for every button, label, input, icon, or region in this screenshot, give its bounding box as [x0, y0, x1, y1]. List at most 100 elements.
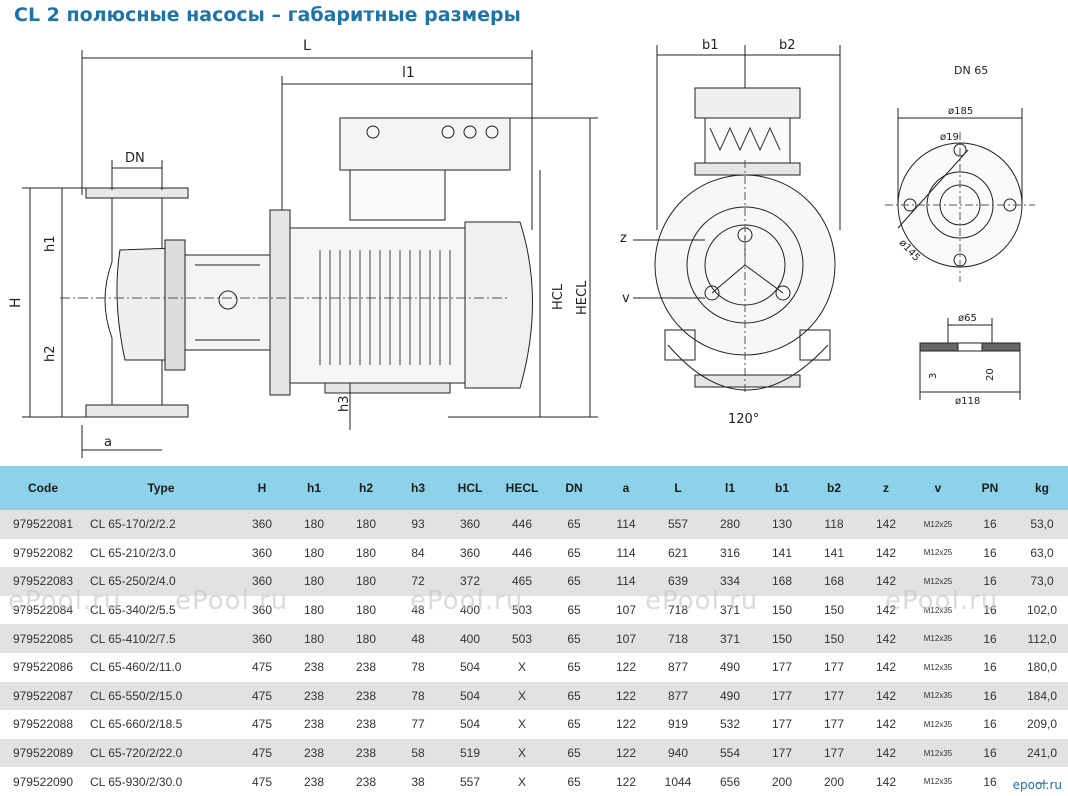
cell-h3: 77	[392, 710, 444, 739]
cell-hecl: 446	[496, 538, 548, 568]
cell-h3: 84	[392, 538, 444, 568]
cell-h: 360	[236, 567, 288, 596]
cell-hecl: 446	[496, 510, 548, 539]
column-header-a: a	[600, 466, 652, 510]
cell-l1: 490	[704, 681, 756, 711]
cell-b1: 200	[756, 767, 808, 796]
cell-l: 639	[652, 567, 704, 596]
coupling-icon	[218, 290, 238, 310]
cell-l: 1044	[652, 767, 704, 796]
cell-l: 557	[652, 510, 704, 539]
column-header-h: H	[236, 466, 288, 510]
gasket-t20: 20	[985, 368, 996, 381]
column-header-h2: h2	[340, 466, 392, 510]
cell-kg: —	[1016, 767, 1068, 796]
cell-l: 877	[652, 652, 704, 682]
cell-hecl: X	[496, 738, 548, 768]
cell-pn: 16	[964, 510, 1016, 539]
cell-l: 919	[652, 710, 704, 739]
column-header-l: L	[652, 466, 704, 510]
cell-kg: 112,0	[1016, 624, 1068, 653]
cell-a: 107	[600, 595, 652, 625]
cell-h1: 238	[288, 681, 340, 711]
cell-a: 107	[600, 624, 652, 653]
cell-z: 142	[860, 767, 912, 796]
cell-hcl: 360	[444, 510, 496, 539]
cell-code: 979522083	[0, 567, 86, 596]
cell-h: 475	[236, 767, 288, 796]
cell-pn: 16	[964, 595, 1016, 625]
cell-h: 475	[236, 710, 288, 739]
column-header-l1: l1	[704, 466, 756, 510]
flange-title: DN 65	[954, 64, 988, 77]
cell-b1: 150	[756, 624, 808, 653]
cell-hecl: X	[496, 652, 548, 682]
fan-cover	[464, 221, 533, 389]
cell-v: M12x35	[912, 652, 964, 682]
column-header-pn: PN	[964, 466, 1016, 510]
cell-dn: 65	[548, 624, 600, 653]
cell-type: CL 65-660/2/18.5	[86, 710, 236, 739]
cell-hcl: 372	[444, 567, 496, 596]
cell-dn: 65	[548, 681, 600, 711]
cell-pn: 16	[964, 567, 1016, 596]
cell-h: 360	[236, 510, 288, 539]
cell-l1: 334	[704, 567, 756, 596]
cell-hcl: 504	[444, 652, 496, 682]
cell-a: 122	[600, 738, 652, 768]
cell-h2: 238	[340, 767, 392, 796]
cell-hecl: X	[496, 681, 548, 711]
cell-h1: 180	[288, 595, 340, 625]
cell-h1: 238	[288, 652, 340, 682]
cell-pn: 16	[964, 652, 1016, 682]
cell-b2: 141	[808, 538, 860, 568]
cell-b2: 177	[808, 681, 860, 711]
cell-kg: 63,0	[1016, 538, 1068, 568]
cell-a: 114	[600, 567, 652, 596]
cell-dn: 65	[548, 652, 600, 682]
cell-h2: 180	[340, 624, 392, 653]
cell-kg: 241,0	[1016, 738, 1068, 768]
cell-h3: 78	[392, 652, 444, 682]
cell-v: M12x35	[912, 624, 964, 653]
cell-kg: 184,0	[1016, 681, 1068, 711]
cell-hecl: 465	[496, 567, 548, 596]
cell-kg: 102,0	[1016, 595, 1068, 625]
dim-h1-label: h1	[43, 235, 58, 252]
cell-h2: 238	[340, 710, 392, 739]
cell-h2: 180	[340, 595, 392, 625]
cell-a: 122	[600, 681, 652, 711]
cell-h3: 48	[392, 624, 444, 653]
discharge-flange	[85, 187, 189, 199]
cell-a: 122	[600, 652, 652, 682]
cell-type: CL 65-550/2/15.0	[86, 681, 236, 711]
dim-HCL-label: HCL	[551, 283, 566, 310]
site-logo: epool.ru	[1012, 778, 1062, 792]
cell-kg: 180,0	[1016, 652, 1068, 682]
cell-z: 142	[860, 567, 912, 596]
cell-dn: 65	[548, 710, 600, 739]
cell-hecl: 503	[496, 624, 548, 653]
cell-hecl: X	[496, 710, 548, 739]
column-header-z: z	[860, 466, 912, 510]
cell-type: CL 65-340/2/5.5	[86, 595, 236, 625]
cell-b1: 177	[756, 681, 808, 711]
cell-l1: 280	[704, 510, 756, 539]
cell-b2: 177	[808, 738, 860, 768]
cell-b1: 150	[756, 595, 808, 625]
cell-b2: 200	[808, 767, 860, 796]
cell-h: 475	[236, 652, 288, 682]
cell-z: 142	[860, 681, 912, 711]
cell-b1: 130	[756, 510, 808, 539]
column-header-v: v	[912, 466, 964, 510]
cell-h: 360	[236, 624, 288, 653]
cell-h1: 238	[288, 767, 340, 796]
cell-l: 621	[652, 538, 704, 568]
